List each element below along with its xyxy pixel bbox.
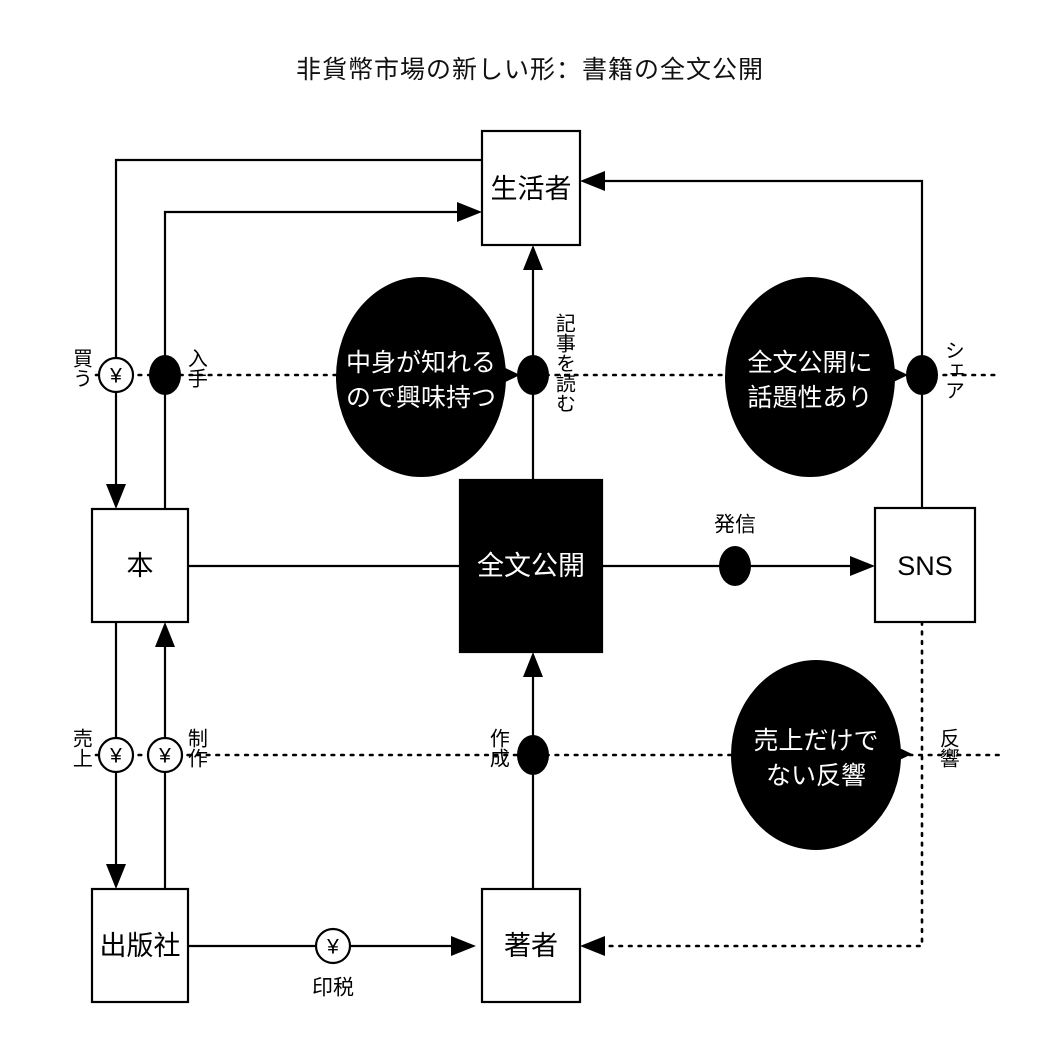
node-book-box[interactable] — [90, 507, 190, 624]
bubble-buzz-line1: 全文公開に — [747, 349, 872, 377]
edge-label-response: 反響 — [936, 728, 959, 768]
bubble-buzz-shape — [725, 277, 895, 477]
marker-yen-production — [146, 736, 184, 774]
node-fulltext-label: 全文公開 — [477, 551, 585, 581]
node-sns-label: SNS — [897, 551, 953, 581]
arrowhead-fulltext-to-consumer — [523, 245, 543, 270]
node-fulltext-box[interactable] — [458, 478, 604, 654]
node-consumer-box[interactable] — [480, 129, 582, 247]
marker-dot-creation — [517, 735, 549, 775]
edge-label-broadcast: 発信 — [714, 514, 756, 537]
node-publisher-box[interactable] — [90, 887, 190, 1004]
yen-glyph-sales: ¥ — [109, 745, 122, 768]
arrowhead-book-to-publisher — [106, 864, 126, 889]
marker-dot-broadcast — [719, 546, 751, 586]
marker-dot-share — [906, 355, 938, 395]
node-author-box[interactable] — [480, 887, 582, 1004]
node-book-label: 本 — [127, 551, 154, 581]
edge-sns-to-consumer-share — [597, 179, 924, 508]
marker-yen-royalty — [314, 927, 352, 965]
node-sns-box[interactable] — [873, 506, 977, 624]
marker-yen-sales — [97, 736, 135, 774]
bubble-response-line2: ない反響 — [766, 762, 866, 790]
edge-label-share: シェア — [941, 340, 964, 400]
bubble-buzz-line2: 話題性あり — [747, 384, 872, 412]
edge-label-royalty: 印税 — [312, 977, 354, 1000]
arrowhead-author-to-fulltext — [523, 652, 543, 677]
edge-label-sales: 売上 — [69, 728, 92, 768]
arrowhead-sns-to-consumer — [580, 171, 605, 191]
arrowhead-publisher-to-book — [155, 622, 175, 647]
bubble-response-tail — [887, 742, 912, 766]
arrowhead-fulltext-to-sns — [850, 556, 875, 576]
page-title: 非貨幣市場の新しい形：書籍の全文公開 — [296, 56, 764, 84]
marker-dot-read-article — [517, 355, 549, 395]
bubble-interest-line1: 中身が知れる — [346, 349, 496, 377]
node-publisher-label: 出版社 — [100, 931, 181, 961]
node-author-label: 著者 — [504, 931, 558, 961]
node-consumer-label: 生活者 — [491, 174, 572, 204]
bubble-buzz-tail — [883, 363, 908, 387]
edge-label-production: 制作 — [184, 728, 207, 768]
edge-label-read-article: 記事を読む — [552, 313, 575, 413]
arrowhead-publisher-to-author — [451, 936, 476, 956]
yen-glyph-buy: ¥ — [109, 365, 122, 388]
bubble-interest-shape — [336, 277, 506, 477]
yen-glyph-royalty: ¥ — [326, 936, 339, 959]
arrowhead-sns-to-author — [580, 936, 605, 956]
edge-label-acquire: 入手 — [184, 348, 207, 388]
marker-dot-acquire — [149, 355, 181, 395]
edge-sns-to-author-response — [603, 620, 924, 948]
bubble-interest-line2: ので興味持つ — [346, 384, 496, 412]
edge-book-to-consumer-acquire — [163, 210, 466, 509]
arrowhead-book-to-consumer — [457, 202, 482, 222]
bubble-interest-tail — [495, 363, 520, 387]
edge-label-buy: 買う — [69, 348, 92, 388]
marker-yen-buy — [97, 356, 135, 394]
arrowhead-consumer-to-book — [106, 484, 126, 509]
yen-glyph-production: ¥ — [158, 745, 171, 768]
bubble-response-shape — [731, 660, 901, 850]
bubble-response-line1: 売上だけで — [753, 727, 878, 755]
edge-label-creation: 作成 — [486, 728, 509, 768]
